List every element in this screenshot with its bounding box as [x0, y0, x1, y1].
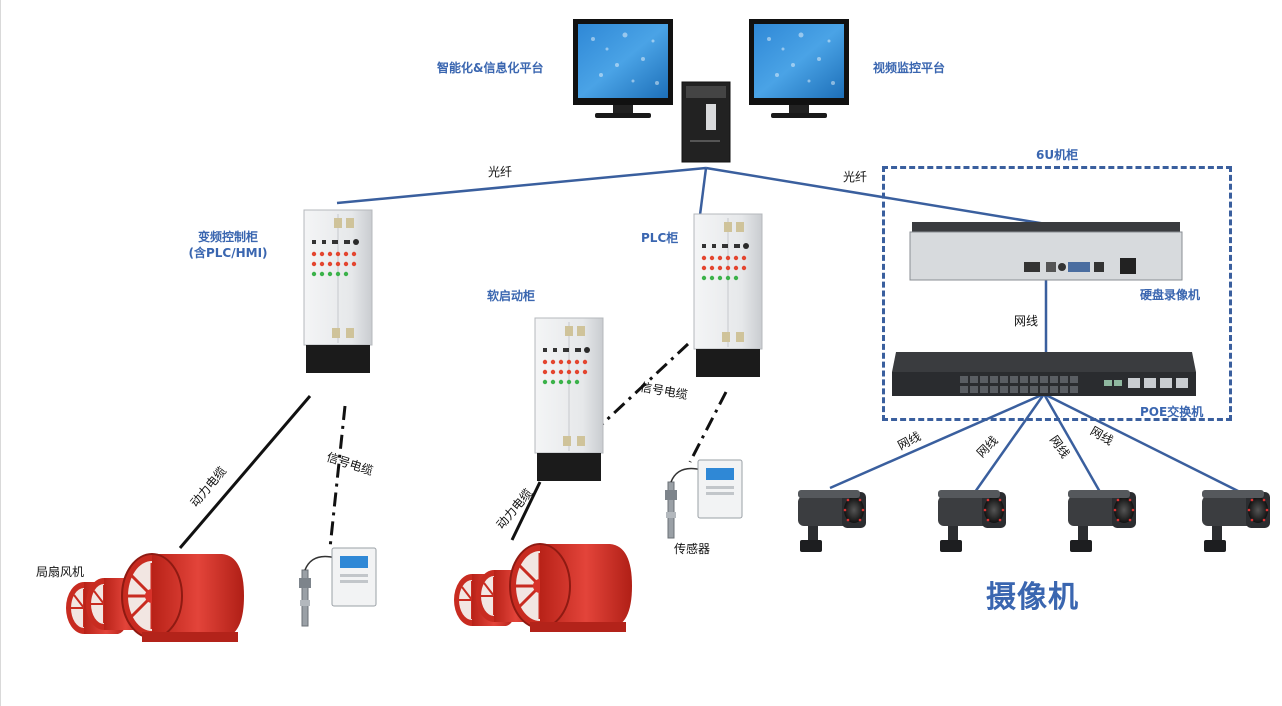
cabinet-6u-frame [882, 166, 1232, 421]
network-cable-nvr-label: 网线 [1014, 314, 1039, 328]
camera-1 [798, 490, 866, 552]
power-cables [178, 395, 542, 549]
pc-tower [681, 81, 731, 163]
fiber-label-left: 光纤 [488, 165, 513, 179]
left-border [0, 0, 1, 706]
camera-4 [1202, 490, 1270, 552]
vfd-cabinet [303, 209, 373, 374]
monitor-left [573, 19, 673, 118]
fan-group-left [65, 552, 246, 644]
soft-start-cabinet-label: 软启动柜 [487, 289, 536, 303]
sensor-mid [664, 459, 743, 539]
poe-switch-device [892, 352, 1196, 396]
plc-cabinet [693, 213, 763, 378]
signal-cables [328, 342, 728, 549]
smart-platform-label: 智能化&信息化平台 [437, 61, 544, 75]
plc-cabinet-label: PLC柜 [641, 231, 679, 245]
fiber-links [336, 166, 1241, 494]
monitor-right [749, 19, 849, 118]
camera-label: 摄像机 [986, 580, 1079, 615]
nvr-device [909, 222, 1183, 281]
fiber-label-right: 光纤 [843, 170, 868, 184]
video-platform-label: 视频监控平台 [873, 61, 946, 75]
vfd-cabinet-label-line2: (含PLC/HMI) [188, 246, 268, 260]
camera-3 [1068, 490, 1136, 552]
sensor-label: 传感器 [674, 542, 711, 556]
nvr-label: 硬盘录像机 [1140, 288, 1201, 302]
local-fan-label: 局扇风机 [36, 565, 85, 579]
poe-switch-label: POE交换机 [1140, 405, 1204, 419]
vfd-cabinet-label-line1: 变频控制柜 [197, 230, 258, 244]
sensor-left [298, 547, 377, 627]
camera-2 [938, 490, 1006, 552]
fan-group-mid [453, 542, 634, 634]
vfd-cabinet-label: 变频控制柜 (含PLC/HMI) [178, 229, 278, 261]
soft-start-cabinet [534, 317, 604, 482]
cabinet-6u-label: 6U机柜 [1036, 148, 1079, 162]
